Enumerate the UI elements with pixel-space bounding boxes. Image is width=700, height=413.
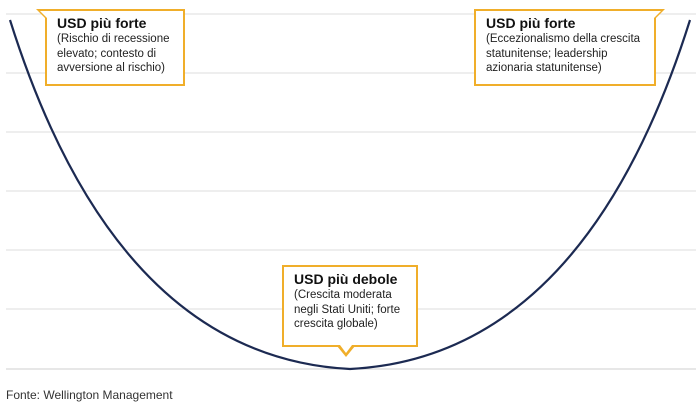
source-note: Fonte: Wellington Management <box>6 388 173 402</box>
callout-title: USD più forte <box>486 15 576 31</box>
callout-body: (Crescita moderata negli Stati Uniti; fo… <box>294 289 401 330</box>
callout-usd-stronger-left: USD più forte (Rischio di recessione ele… <box>36 9 185 86</box>
callout-title: USD più forte <box>57 15 147 31</box>
callout-usd-weaker: USD più debole (Crescita moderata negli … <box>282 265 418 357</box>
callout-usd-stronger-right: USD più forte (Eccezionalismo della cres… <box>474 9 665 86</box>
callout-body: (Eccezionalismo della crescita statunite… <box>486 33 641 74</box>
smile-curve <box>8 19 692 371</box>
callout-title: USD più debole <box>294 271 398 287</box>
callout-body: (Rischio di recessione elevato; contesto… <box>57 33 170 74</box>
